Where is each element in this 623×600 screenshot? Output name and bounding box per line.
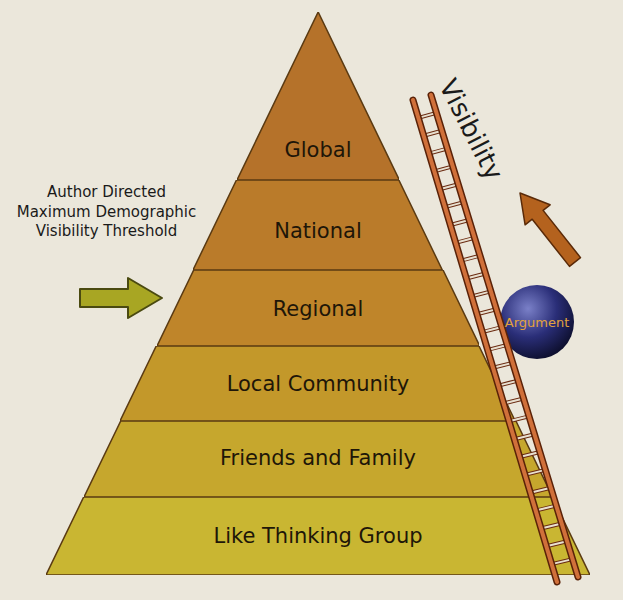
- pyramid-band: Like Thinking Group: [46, 497, 590, 575]
- sphere-label: Argument: [505, 315, 570, 330]
- band-fill: [46, 497, 590, 575]
- band-fill: [237, 12, 399, 180]
- band-label: National: [274, 219, 362, 243]
- band-label: Local Community: [227, 372, 410, 396]
- threshold-note: Author Directed Maximum Demographic Visi…: [14, 183, 199, 242]
- visibility-arrow: [520, 193, 581, 266]
- band-fill: [120, 346, 515, 421]
- sphere-fill: [500, 285, 574, 359]
- pyramid-band: Regional: [157, 270, 480, 346]
- threshold-arrow: [80, 278, 162, 318]
- band-fill: [193, 180, 442, 270]
- pyramid-band: National: [193, 180, 442, 270]
- band-label: Friends and Family: [220, 446, 416, 470]
- pyramid-band: Local Community: [120, 346, 515, 421]
- band-fill: [84, 421, 553, 497]
- pyramid-band: Friends and Family: [84, 421, 553, 497]
- threshold-note-box: Author Directed Maximum Demographic Visi…: [14, 183, 199, 242]
- band-label: Global: [284, 138, 351, 162]
- band-label: Regional: [273, 297, 364, 321]
- band-label: Like Thinking Group: [213, 524, 422, 548]
- pyramid-band: Global: [237, 12, 399, 180]
- band-fill: [157, 270, 480, 346]
